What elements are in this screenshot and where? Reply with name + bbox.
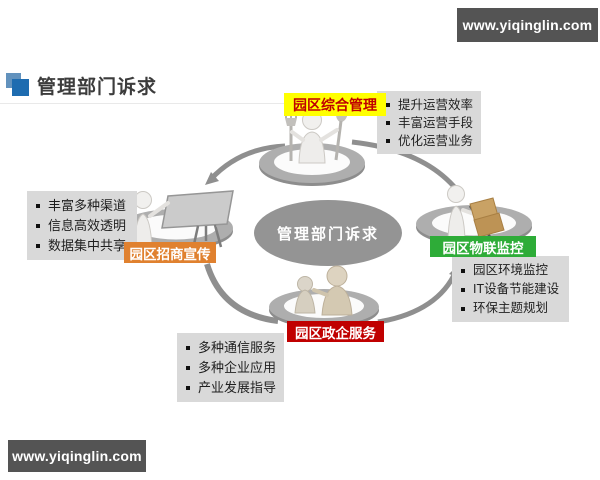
bullet-square-icon <box>36 204 40 208</box>
bullet-square-icon <box>461 287 465 292</box>
list-item: 丰富运营手段 <box>377 114 481 132</box>
bullet-square-icon <box>386 103 390 107</box>
arc-top-to-right <box>351 139 459 192</box>
center-node-label: 管理部门诉求 <box>276 226 379 243</box>
list-item: 环保主题规划 <box>452 299 569 318</box>
bullet-square-icon <box>36 244 40 248</box>
list-item: 多种企业应用 <box>177 358 284 378</box>
arrowhead-left <box>205 172 219 185</box>
bullet-square-icon <box>186 366 190 370</box>
bullet-square-icon <box>186 386 190 390</box>
list-item-label: 丰富运营手段 <box>398 116 474 130</box>
list-item: IT设备节能建设 <box>452 280 569 299</box>
watermark-top: www.yiqinglin.com <box>457 8 598 42</box>
bottom-node-bullet-box: 多种通信服务 多种企业应用 产业发展指导 <box>177 333 284 402</box>
bullet-square-icon <box>36 224 40 228</box>
left-node-label: 园区招商宣传 <box>124 242 216 263</box>
arc-bottom-to-right <box>377 269 459 325</box>
list-item-label: 提升运营效率 <box>398 98 474 112</box>
arc-top-to-left <box>209 143 286 181</box>
list-item-label: 丰富多种渠道 <box>48 198 127 213</box>
list-item: 优化运营业务 <box>377 132 481 150</box>
list-item: 提升运营效率 <box>377 96 481 114</box>
list-item: 多种通信服务 <box>177 338 284 358</box>
right-node-label: 园区物联监控 <box>430 236 536 257</box>
list-item-label: 优化运营业务 <box>398 134 474 148</box>
list-item-label: IT设备节能建设 <box>473 282 560 296</box>
list-item-label: 环保主题规划 <box>473 301 549 315</box>
title-underline <box>0 103 372 104</box>
list-item: 信息高效透明 <box>27 216 137 236</box>
presenter-figure <box>133 190 234 251</box>
list-item-label: 产业发展指导 <box>198 380 277 395</box>
bullet-square-icon <box>386 121 390 125</box>
list-item-label: 多种通信服务 <box>198 340 277 355</box>
right-node-bullet-box: 园区环境监控 IT设备节能建设 环保主题规划 <box>452 256 569 322</box>
list-item-label: 园区环境监控 <box>473 263 549 277</box>
list-item: 产业发展指导 <box>177 378 284 398</box>
top-node-bullet-box: 提升运营效率 丰富运营手段 优化运营业务 <box>377 91 481 154</box>
list-item: 园区环境监控 <box>452 261 569 280</box>
list-item: 数据集中共享 <box>27 236 137 256</box>
list-item-label: 数据集中共享 <box>48 238 127 253</box>
bottom-node-label: 园区政企服务 <box>287 321 384 342</box>
center-ellipse <box>254 200 402 266</box>
list-item-label: 信息高效透明 <box>48 218 127 233</box>
watermark-bottom: www.yiqinglin.com <box>8 440 146 472</box>
list-item-label: 多种企业应用 <box>198 360 277 375</box>
list-item: 丰富多种渠道 <box>27 196 137 216</box>
top-node-label: 园区综合管理 <box>284 93 386 116</box>
bullet-square-icon <box>386 139 390 143</box>
bullet-square-icon <box>461 306 465 311</box>
bullet-square-icon <box>461 268 465 273</box>
people-figure <box>294 265 353 316</box>
bullet-square-icon <box>186 346 190 350</box>
page-title: 管理部门诉求 <box>37 77 158 98</box>
left-node-bullet-box: 丰富多种渠道 信息高效透明 数据集中共享 <box>27 191 137 260</box>
arc-left-to-bottom <box>204 263 279 324</box>
title-square-front-icon <box>12 79 29 96</box>
